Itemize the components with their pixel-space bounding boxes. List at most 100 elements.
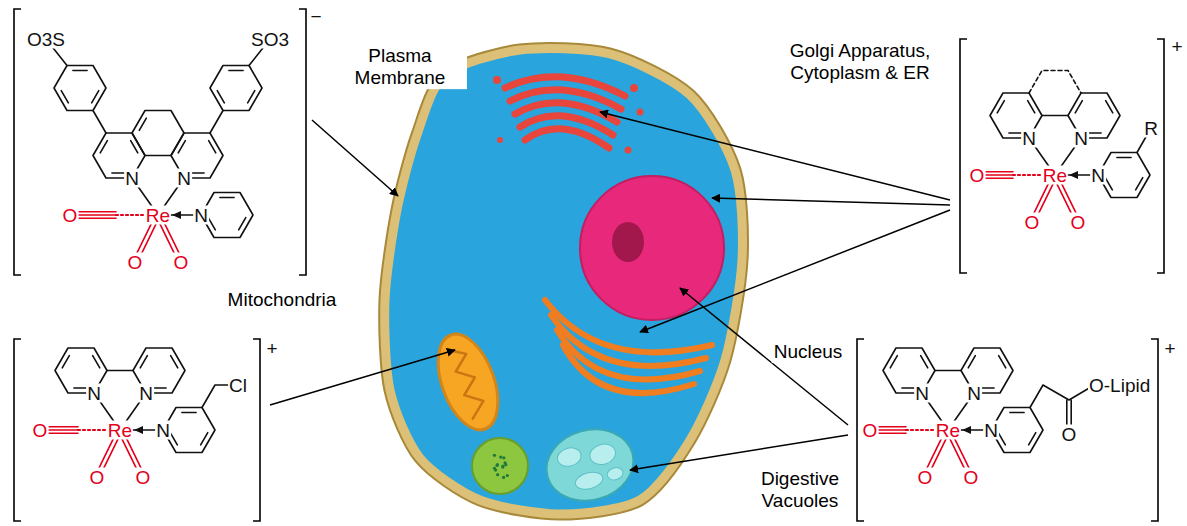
nitrogen-atom: N [138,384,154,403]
double-bond [201,433,208,445]
nitrogen-atom: N [1021,129,1037,148]
double-bond [998,433,1005,445]
nitrogen-atom: N [193,206,209,225]
triple-bond [985,171,1013,173]
vacuole-granule [493,467,496,470]
triple-bond [78,217,116,219]
double-bond [1117,157,1131,159]
hashed-bond [906,429,936,431]
bracket-line [14,9,306,275]
double-bond [93,356,100,368]
triple-bond [985,177,1013,179]
sulfonate-label: SO3 [250,30,290,49]
double-bond [1010,412,1024,414]
double-bond [209,141,216,153]
aromatic-ring [54,65,106,110]
leader-arrow [600,112,950,200]
double-bond [220,197,234,199]
ester-lipid-label: O-Lipid [1088,376,1151,395]
rhenium-atom: Re [107,421,133,440]
bracket-outline [855,338,1160,522]
oxo-atom: O [963,468,980,487]
er-band [557,330,700,379]
nitrogen-atom: N [1090,166,1106,185]
triple-bond [878,426,906,428]
dative-arrowhead [962,426,971,434]
organelle-label: Plasma Membrane [333,45,467,89]
er-band [563,345,694,393]
vacuole-granule [495,464,498,467]
double-bond [1029,433,1036,445]
hashed-bond [1013,174,1043,176]
nitrogen-atom: N [155,421,171,440]
hashed-bond [116,214,146,216]
vacuole-body [538,420,641,510]
complex-bracket: +NNReNO-LipidOOOO [855,338,1160,522]
double-bond [140,356,147,368]
organelle-label: Golgi Apparatus, Cytoplasm & ER [771,40,950,84]
vacuole-granule [504,463,507,466]
organelle-label: Mitochondria [226,289,339,311]
complex-structure [985,71,1151,223]
nitrogen-atom: N [966,384,982,403]
double-bond [92,91,99,103]
double-bond [62,356,69,368]
complex-structure [878,348,1091,478]
leader-arrow [312,120,398,196]
nucleolus [612,222,644,262]
mitochondrion-crista [448,344,488,418]
vacuole-granule [493,454,496,457]
nitrogen-atom: N [176,169,192,188]
golgi-apparatus [493,76,644,154]
double-bond [182,412,196,414]
digestive-vacuole [538,420,641,510]
vacuole-granule [506,474,509,477]
golgi-cisterna [525,129,609,148]
double-bond [1075,101,1082,113]
bond-line [93,111,106,134]
complex-bracket: +NNReNROOO [958,38,1166,274]
double-bond [248,91,255,103]
vacuole-vesicle [606,466,625,482]
nitrogen-atom: N [124,169,140,188]
leader-arrow [680,288,848,425]
bracket-line [14,339,260,521]
double-bond [171,356,178,368]
mitochondrion [426,326,509,438]
vacuole-granule [502,456,505,459]
bond-line [1042,115,1068,117]
oxo-atom: O [1024,213,1041,232]
oxo-atom: O [135,468,152,487]
double-bond [999,356,1006,368]
double-bond [229,70,243,72]
triple-bond [985,174,1013,176]
double-bond [921,356,928,368]
oxo-atom: O [173,253,190,272]
double-bond [190,172,204,174]
double-bond [980,387,994,389]
double-bond [170,433,177,445]
leader-arrow [630,435,848,470]
vacuole-granule [496,463,499,466]
cell-membrane [385,48,743,514]
leader-arrow [640,210,950,332]
double-bond [890,356,897,368]
hashed-bond [78,429,108,431]
charge-sign: + [1163,339,1176,358]
carbonyl-oxygen: O [1061,425,1078,444]
rhenium-atom: Re [1042,166,1068,185]
vacuole-vesicle [573,469,604,492]
golgi-vesicle [497,137,503,143]
vacuole-granule [499,455,502,458]
double-bond [1105,178,1112,190]
leader-arrow [712,198,950,205]
green-vacuole [472,438,528,494]
double-bond [139,118,146,130]
rhenium-atom: Re [145,206,171,225]
charge-sign: − [309,7,322,26]
nitrogen-atom: N [1073,129,1089,148]
double-bond [73,70,87,72]
charge-sign: + [265,339,278,358]
double-bond [1087,132,1101,134]
nitrogen-atom: N [914,384,930,403]
